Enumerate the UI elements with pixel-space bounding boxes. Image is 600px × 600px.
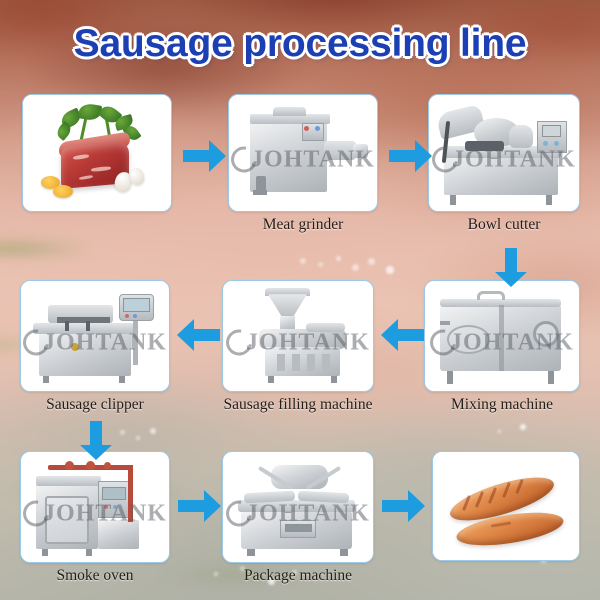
arrow-7-right	[178, 489, 222, 523]
smoke-oven-card: JOHTANK	[20, 451, 170, 563]
label-smoke-oven: Smoke oven	[20, 567, 170, 585]
bowl-cutter-card: JOHTANK	[428, 94, 580, 212]
step-raw-meat[interactable]	[22, 94, 172, 212]
bowl-cutter-machine	[429, 95, 579, 211]
smoke-oven-machine	[21, 452, 169, 562]
raw-meat-photo	[23, 95, 171, 211]
arrow-6-down	[79, 421, 113, 461]
step-package-machine[interactable]: JOHTANK Package machine	[222, 451, 374, 563]
label-package-machine: Package machine	[222, 567, 374, 585]
arrow-8-right	[382, 489, 426, 523]
arrow-1-right	[183, 139, 227, 173]
raw-meat-card	[22, 94, 172, 212]
step-mixing-machine[interactable]: JOHTANK Mixing machine	[424, 280, 580, 392]
package-machine-card: JOHTANK	[222, 451, 374, 563]
step-finished-sausages[interactable]	[432, 451, 580, 561]
sausage-filling-card: JOHTANK	[222, 280, 374, 392]
mixing-machine-card: JOHTANK	[424, 280, 580, 392]
step-smoke-oven[interactable]: JOHTANK Smoke oven	[20, 451, 170, 563]
label-sausage-clipper: Sausage clipper	[20, 396, 170, 414]
label-meat-grinder: Meat grinder	[228, 216, 378, 234]
clipper-machine	[21, 281, 169, 391]
finished-sausages-card	[432, 451, 580, 561]
step-sausage-filling[interactable]: JOHTANK Sausage filling machine	[222, 280, 374, 392]
arrow-5-left	[176, 318, 220, 352]
arrow-4-left	[380, 318, 424, 352]
filling-machine	[223, 281, 373, 391]
grilled-sausages	[433, 452, 579, 560]
page-title: Sausage processing line	[0, 22, 600, 70]
package-machine	[223, 452, 373, 562]
mixing-machine	[425, 281, 579, 391]
meat-grinder-machine	[229, 95, 377, 211]
sausage-clipper-card: JOHTANK	[20, 280, 170, 392]
step-meat-grinder[interactable]: JOHTANK Meat grinder	[228, 94, 378, 212]
arrow-3-down	[494, 248, 528, 288]
label-sausage-filling: Sausage filling machine	[222, 396, 374, 414]
meat-grinder-card: JOHTANK	[228, 94, 378, 212]
step-sausage-clipper[interactable]: JOHTANK Sausage clipper	[20, 280, 170, 392]
label-bowl-cutter: Bowl cutter	[428, 216, 580, 234]
label-mixing-machine: Mixing machine	[424, 396, 580, 414]
arrow-2-right	[389, 139, 433, 173]
step-bowl-cutter[interactable]: JOHTANK Bowl cutter	[428, 94, 580, 212]
